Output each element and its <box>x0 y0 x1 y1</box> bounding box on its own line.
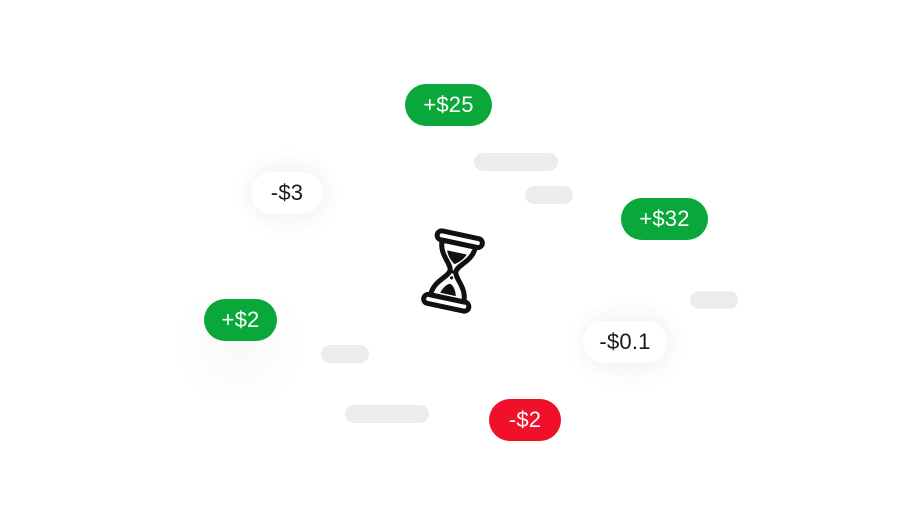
placeholder-bar <box>474 153 558 171</box>
amount-pill-negative: -$2 <box>489 399 561 441</box>
placeholder-bar <box>525 186 573 204</box>
hourglass-icon <box>421 228 485 314</box>
amount-pill-positive: +$2 <box>204 299 277 341</box>
placeholder-bar <box>690 291 738 309</box>
placeholder-bar <box>321 345 369 363</box>
amount-pill-neutral: -$0.1 <box>583 321 667 363</box>
amount-pill-positive: +$32 <box>621 198 708 240</box>
amount-pill-positive: +$25 <box>405 84 492 126</box>
placeholder-bar <box>345 405 429 423</box>
amount-pill-neutral: -$3 <box>251 172 323 214</box>
